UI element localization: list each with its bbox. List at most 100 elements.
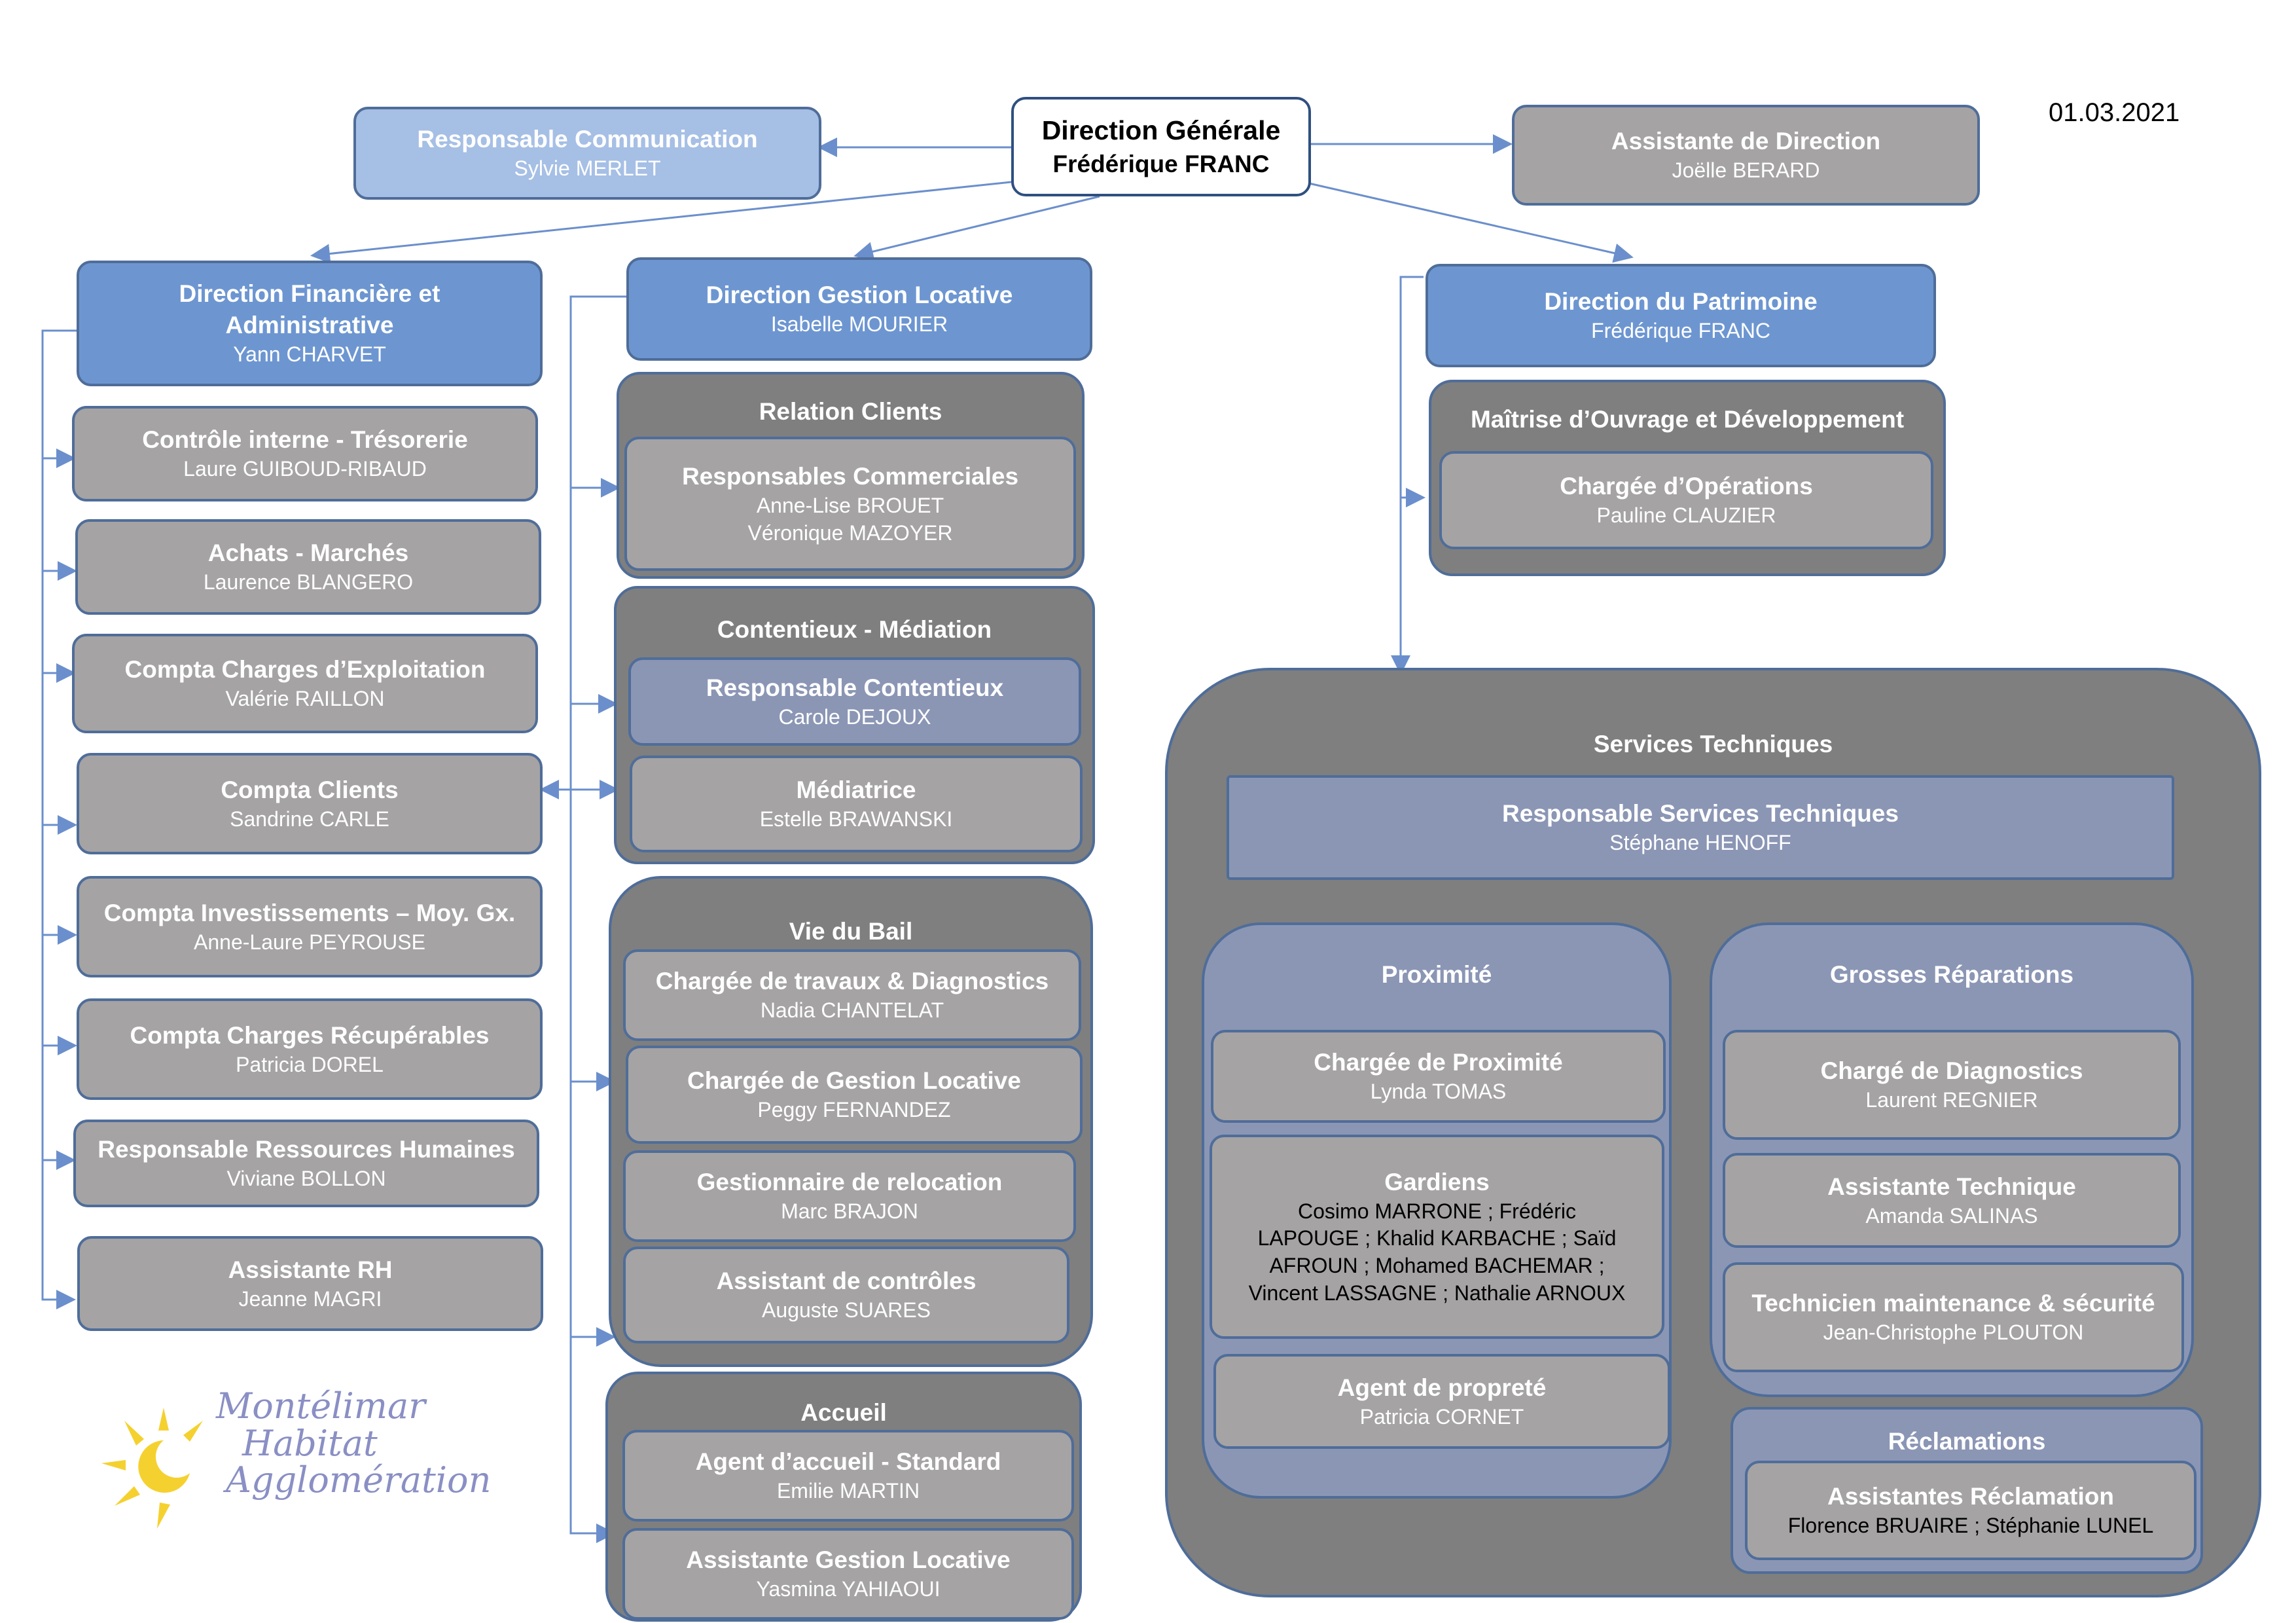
logo-line: Agglomération (226, 1459, 492, 1501)
box-name: Yann CHARVET (233, 342, 386, 367)
group-label: Maîtrise d’Ouvrage et Développement (1470, 406, 1905, 433)
charge-diagnostics-box: Chargé de Diagnostics Laurent REGNIER (1723, 1030, 2181, 1140)
box-name: Sylvie MERLET (514, 156, 661, 181)
company-logo: Montélimar Habitat Agglomération (98, 1387, 491, 1545)
finance-item-assistante-rh: Assistante RH Jeanne MAGRI (77, 1236, 543, 1331)
box-name: Peggy FERNANDEZ (757, 1098, 951, 1122)
box-title: Contrôle interne - Trésorerie (142, 426, 468, 454)
chargee-operations-box: Chargée d’Opérations Pauline CLAUZIER (1439, 451, 1933, 549)
box-name: Laure GUIBOUD-RIBAUD (183, 457, 427, 481)
box-name: Marc BRAJON (781, 1199, 918, 1224)
box-title: Compta Charges Récupérables (130, 1021, 490, 1049)
group-label: Vie du Bail (789, 918, 913, 945)
box-title: Agent de propreté (1337, 1374, 1547, 1401)
group-label: Proximité (1381, 961, 1492, 988)
box-title: Responsable Communication (417, 126, 758, 153)
finance-item-compta-invest: Compta Investissements – Moy. Gx. Anne-L… (77, 876, 543, 977)
box-title: Responsable Contentieux (706, 674, 1004, 701)
finance-item-compta-clients: Compta Clients Sandrine CARLE (77, 753, 543, 854)
box-name: Anne-Laure PEYROUSE (194, 930, 425, 954)
box-name: Cosimo MARRONE ; Frédéric (1298, 1199, 1576, 1223)
box-title: Chargée de Gestion Locative (687, 1067, 1021, 1095)
communication-box: Responsable Communication Sylvie MERLET (353, 107, 821, 200)
box-name: Carole DEJOUX (778, 704, 931, 729)
agent-accueil-box: Agent d’accueil - Standard Emilie MARTIN (622, 1430, 1074, 1522)
chargee-proximite-box: Chargée de Proximité Lynda TOMAS (1211, 1030, 1666, 1123)
grosses-reparations-group: Grosses Réparations Chargé de Diagnostic… (1710, 922, 2194, 1397)
box-name: Stéphane HENOFF (1609, 831, 1791, 855)
box-title: Compta Investissements – Moy. Gx. (103, 899, 516, 926)
group-label: Grosses Réparations (1829, 961, 2074, 988)
box-title: Compta Clients (221, 776, 399, 803)
box-title: Gestionnaire de relocation (696, 1169, 1003, 1196)
sun-icon (101, 1408, 203, 1529)
box-name: Florence BRUAIRE ; Stéphanie LUNEL (1787, 1514, 2154, 1538)
box-name: Laurent REGNIER (1865, 1088, 2038, 1112)
contentieux-group: Contentieux - Médiation Responsable Cont… (614, 586, 1095, 864)
finance-item-controle: Contrôle interne - Trésorerie Laure GUIB… (72, 406, 538, 501)
assistante-technique-box: Assistante Technique Amanda SALINAS (1723, 1153, 2181, 1248)
box-title: Chargé de Diagnostics (1820, 1057, 2083, 1085)
direction-gestion-locative-box: Direction Gestion Locative Isabelle MOUR… (626, 257, 1092, 361)
box-title: Chargée d’Opérations (1560, 473, 1813, 500)
box-title: Assistantes Réclamation (1827, 1483, 2114, 1510)
box-title: Assistante Gestion Locative (686, 1546, 1011, 1574)
box-name: Patricia CORNET (1359, 1404, 1524, 1429)
box-title: Technicien maintenance & sécurité (1751, 1290, 2155, 1317)
box-title: Responsable Services Techniques (1502, 800, 1899, 828)
box-name: Lynda TOMAS (1370, 1080, 1507, 1104)
box-name: Frédérique FRANC (1591, 319, 1770, 343)
box-name: LAPOUGE ; Khalid KARBACHE ; Saïd (1257, 1226, 1617, 1250)
box-title: Responsable Ressources Humaines (98, 1136, 515, 1163)
finance-item-compta-exploitation: Compta Charges d’Exploitation Valérie RA… (72, 634, 538, 733)
box-title: Compta Charges d’Exploitation (124, 656, 486, 684)
finance-item-achats: Achats - Marchés Laurence BLANGERO (75, 519, 541, 615)
box-name: Anne-Lise BROUET (756, 493, 944, 517)
maitrise-ouvrage-group: Maîtrise d’Ouvrage et Développement Char… (1429, 380, 1946, 576)
box-name: Valérie RAILLON (225, 687, 385, 711)
assistante-gestion-locative-box: Assistante Gestion Locative Yasmina YAHI… (622, 1528, 1074, 1620)
assistantes-reclamation-box: Assistantes Réclamation Florence BRUAIRE… (1745, 1461, 2197, 1560)
box-title: Assistante RH (228, 1256, 393, 1283)
box-title: Responsables Commerciales (681, 462, 1019, 490)
responsable-services-techniques-box: Responsable Services Techniques Stéphane… (1227, 775, 2174, 880)
box-title: Chargée de travaux & Diagnostics (655, 968, 1049, 995)
box-title: Direction Générale (1041, 115, 1281, 146)
box-title: Chargée de Proximité (1314, 1049, 1563, 1076)
services-techniques-group: Services Techniques Responsable Services… (1165, 668, 2261, 1597)
assistante-direction-box: Assistante de Direction Joëlle BERARD (1512, 105, 1980, 206)
box-name: Viviane BOLLON (226, 1167, 386, 1191)
box-title: Achats - Marchés (207, 539, 409, 567)
logo-line: Montélimar (216, 1385, 425, 1427)
box-title: Médiatrice (796, 776, 916, 804)
gardiens-box: Gardiens Cosimo MARRONE ; Frédéric LAPOU… (1210, 1135, 1664, 1339)
box-name: Emilie MARTIN (776, 1479, 920, 1503)
technicien-maintenance-box: Technicien maintenance & sécurité Jean-C… (1723, 1262, 2184, 1372)
group-label: Accueil (800, 1399, 887, 1426)
box-name: Frédérique FRANC (1052, 150, 1270, 177)
box-title: Assistant de contrôles (716, 1267, 977, 1295)
box-name: Estelle BRAWANSKI (759, 807, 953, 831)
direction-financiere-box: Direction Financière et Administrative Y… (77, 261, 543, 386)
reclamations-group: Réclamations Assistantes Réclamation Flo… (1731, 1407, 2203, 1574)
finance-item-rh: Responsable Ressources Humaines Viviane … (73, 1120, 539, 1207)
group-label: Réclamations (1888, 1428, 2046, 1455)
group-label: Relation Clients (759, 398, 942, 425)
box-title: Direction Financière et Administrative (179, 280, 440, 339)
box-name: Vincent LASSAGNE ; Nathalie ARNOUX (1248, 1281, 1626, 1305)
mediatrice-box: Médiatrice Estelle BRAWANSKI (630, 756, 1083, 852)
box-name: Véronique MAZOYER (747, 520, 953, 545)
group-label: Services Techniques (1593, 731, 1833, 757)
box-name: Isabelle MOURIER (770, 312, 948, 337)
box-name: Nadia CHANTELAT (760, 998, 944, 1023)
box-name: Joëlle BERARD (1672, 158, 1820, 183)
accueil-group: Accueil Agent d’accueil - Standard Emili… (605, 1372, 1082, 1622)
box-name: Yasmina YAHIAOUI (756, 1577, 941, 1601)
box-name: Amanda SALINAS (1865, 1203, 2038, 1228)
box-name: Sandrine CARLE (230, 807, 389, 831)
box-title: Direction du Patrimoine (1544, 288, 1818, 316)
relation-clients-group: Relation Clients Responsables Commercial… (617, 372, 1085, 579)
box-name: Pauline CLAUZIER (1596, 503, 1776, 528)
box-name: Jean-Christophe PLOUTON (1823, 1321, 2084, 1345)
box-name: Auguste SUARES (762, 1298, 931, 1322)
